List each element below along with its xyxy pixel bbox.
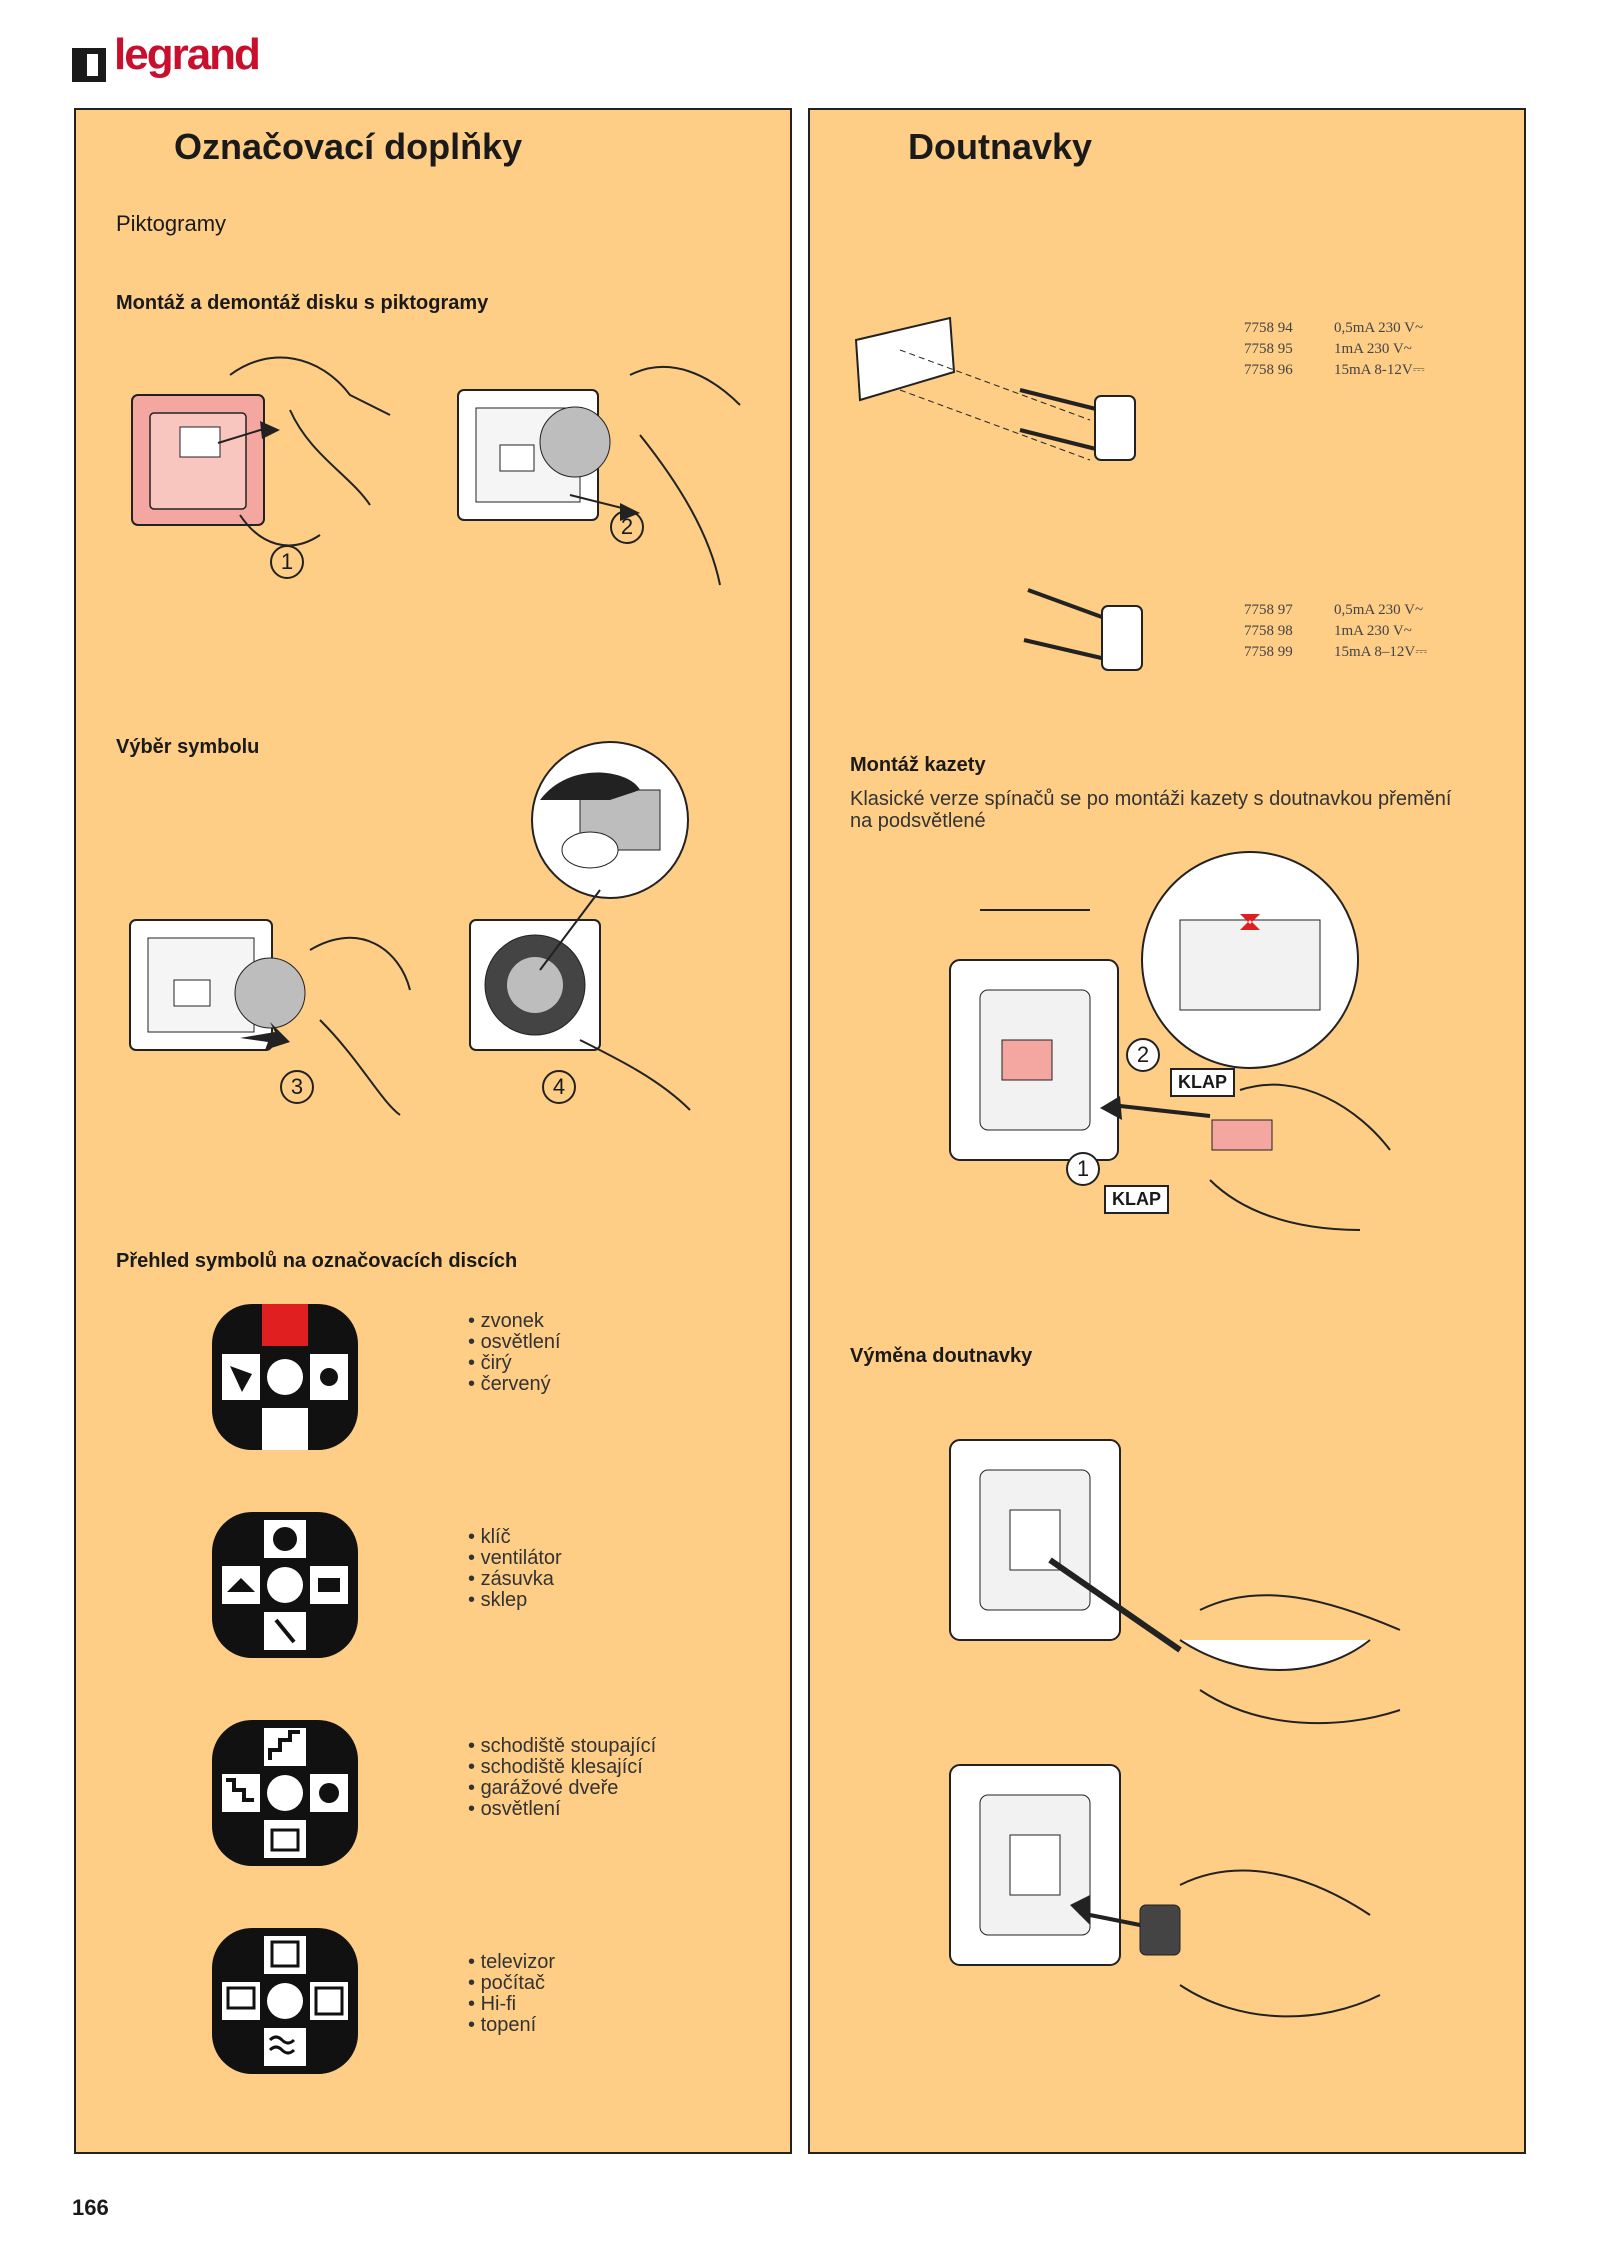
symbol-disc-bell-light (212, 1304, 358, 1450)
disc-4-legend: televizor počítač Hi-fi topení (468, 1952, 555, 2036)
legend-item: ventilátor (468, 1548, 562, 1569)
left-title: Označovací doplňky (174, 126, 523, 167)
legend-item: schodiště klesající (468, 1757, 656, 1778)
code: 7758 95 (1244, 341, 1293, 357)
left-subtitle: Piktogramy (116, 211, 227, 236)
legrand-logo-icon (72, 48, 106, 82)
glow-lamp-illustration-b (1023, 588, 1143, 671)
spec: 0,5mA 230 V~ (1334, 320, 1424, 336)
legend-item: počítač (468, 1973, 555, 1994)
step-3-badge: 3 (280, 1070, 314, 1104)
section-symbol-overview: Přehled symbolů na označovacích discích (116, 1250, 518, 1272)
spec: 15mA 8-12V⎓ (1334, 362, 1425, 378)
legend-item: topení (468, 2015, 555, 2036)
disc-1-legend: zvonek osvětlení čirý červený (468, 1311, 561, 1395)
codes-table-b: 7758 97 0,5mA 230 V~ 7758 98 1mA 230 V~ … (1244, 600, 1427, 663)
legend-item: čirý (468, 1353, 561, 1374)
code: 7758 98 (1244, 623, 1293, 639)
legend-item: osvětlení (468, 1799, 656, 1820)
cassette-step-2-badge: 2 (1126, 1038, 1160, 1072)
right-panel (808, 108, 1526, 2154)
legend-item: osvětlení (468, 1332, 561, 1353)
brand-name: legrand (114, 30, 261, 79)
klap-label-2: KLAP (1170, 1068, 1235, 1097)
legend-item: schodiště stoupající (468, 1736, 657, 1757)
code: 7758 96 (1244, 362, 1293, 378)
cassette-mount-illustration (949, 851, 1391, 1231)
replace-lamp-illustration-2 (949, 1764, 1381, 2018)
section-cassette-mount: Montáž kazety (850, 754, 986, 776)
symbol-disc-key-fan (212, 1512, 358, 1658)
step-1-badge: 1 (270, 545, 304, 579)
choose-symbol-illustration-4 (469, 741, 691, 1111)
mount-disk-illustration-1 (131, 356, 391, 547)
code: 7758 94 (1244, 320, 1293, 336)
cassette-step-1-badge: 1 (1066, 1152, 1100, 1186)
choose-symbol-illustration-3 (129, 919, 411, 1116)
spec: 15mA 8–12V⎓ (1334, 644, 1428, 660)
codes-table-a: 7758 94 0,5mA 230 V~ 7758 95 1mA 230 V~ … (1244, 318, 1425, 381)
legend-item: sklep (468, 1590, 562, 1611)
step-4-badge: 4 (542, 1070, 576, 1104)
mount-disk-illustration-2 (457, 366, 741, 586)
symbol-disc-tv-computer (212, 1928, 358, 2074)
legend-item: zásuvka (468, 1569, 562, 1590)
spec: 1mA 230 V~ (1334, 341, 1412, 357)
page-number: 166 (72, 2195, 109, 2220)
step-2-badge: 2 (610, 510, 644, 544)
legend-item: klíč (468, 1527, 562, 1548)
disc-2-legend: klíč ventilátor zásuvka sklep (468, 1527, 562, 1611)
symbol-disc-stairs-garage (212, 1720, 358, 1866)
section-choose-symbol: Výběr symbolu (116, 736, 260, 758)
spec: 1mA 230 V~ (1334, 623, 1412, 639)
legend-item: garážové dveře (468, 1778, 656, 1799)
legend-item: zvonek (468, 1311, 561, 1332)
legend-item: televizor (468, 1952, 555, 1973)
spec: 0,5mA 230 V~ (1334, 602, 1424, 618)
legend-item: Hi-fi (468, 1994, 555, 2015)
right-title: Doutnavky (908, 126, 1093, 167)
cassette-mount-text: Klasické verze spínačů se po montáži kaz… (850, 788, 1452, 832)
code: 7758 99 (1244, 644, 1293, 660)
replace-lamp-illustration-1 (949, 1439, 1401, 1725)
section-mount-disk: Montáž a demontáž disku s piktogramy (116, 292, 489, 314)
section-replace-lamp: Výměna doutnavky (850, 1345, 1033, 1367)
code: 7758 97 (1244, 602, 1293, 618)
disc-3-legend: schodiště stoupající schodiště klesající… (468, 1736, 657, 1820)
klap-label-1: KLAP (1104, 1185, 1169, 1214)
glow-lamp-illustration-a (854, 316, 1136, 461)
legend-item: červený (468, 1374, 561, 1395)
